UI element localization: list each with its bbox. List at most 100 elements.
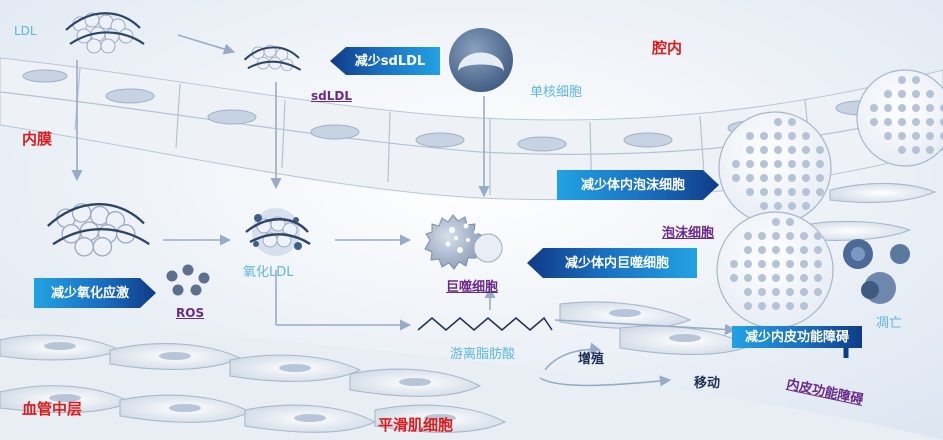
foam-droplet — [898, 104, 906, 112]
foam-droplet — [800, 260, 808, 268]
foam-droplet — [898, 132, 906, 140]
foam-droplet — [814, 232, 822, 240]
intima-label: 内膜 — [22, 130, 53, 148]
foam-droplet — [912, 132, 920, 140]
reduce-endothelial-tag: 减少内皮功能障碍 — [732, 326, 862, 348]
foam-droplet — [774, 146, 782, 154]
foam-droplet — [774, 160, 782, 168]
foam-droplet — [772, 274, 780, 282]
foam-droplet — [786, 246, 794, 254]
foam-droplet — [800, 274, 808, 282]
foam-droplet — [800, 302, 808, 310]
foam-droplet — [940, 104, 943, 112]
reduce-foam-tag: 减少体内泡沫细胞 — [557, 170, 719, 200]
foam-droplet — [814, 260, 822, 268]
sdldl-label: sdLDL — [311, 89, 352, 103]
foam-droplet — [800, 232, 808, 240]
reduce-oxidative-tag: 减少氧化应激 — [34, 278, 156, 308]
foam-droplet — [898, 90, 906, 98]
foam-droplet — [912, 146, 920, 154]
foam-droplet — [786, 218, 794, 226]
foam-droplet — [788, 118, 796, 126]
foam-droplet — [884, 90, 892, 98]
foam-droplet — [870, 118, 878, 126]
foam-droplet — [746, 146, 754, 154]
foam-droplet — [912, 90, 920, 98]
foam-droplet — [898, 76, 906, 84]
reduce-macrophage-text: 减少体内巨噬细胞 — [564, 255, 669, 271]
foam-droplet — [926, 118, 934, 126]
foam-droplet — [744, 232, 752, 240]
foam-droplet — [814, 246, 822, 254]
foam-droplet — [898, 118, 906, 126]
foam-droplet — [744, 260, 752, 268]
reduce-endothelial-text: 减少内皮功能障碍 — [744, 329, 849, 345]
reduce-oxidative-text: 减少氧化应激 — [50, 285, 129, 301]
oxldl-label: 氧化LDL — [243, 265, 294, 280]
foam-droplet — [772, 302, 780, 310]
foam-droplet — [802, 160, 810, 168]
foam-droplet — [926, 132, 934, 140]
foam-droplet — [758, 288, 766, 296]
foam-droplet — [774, 174, 782, 182]
media-label: 血管中层 — [22, 400, 83, 418]
foam-droplet — [758, 302, 766, 310]
foam-droplet — [940, 118, 943, 126]
foam-droplet — [760, 132, 768, 140]
foam-droplet — [746, 132, 754, 140]
foam-droplet — [758, 232, 766, 240]
foam-droplet — [802, 188, 810, 196]
foam-droplet — [926, 146, 934, 154]
foam-droplet — [758, 274, 766, 282]
foam-droplet — [774, 132, 782, 140]
foam-droplet — [772, 246, 780, 254]
foam-droplet — [788, 146, 796, 154]
foam-droplet — [744, 288, 752, 296]
foam-droplet — [772, 288, 780, 296]
ros-label: ROS — [176, 306, 205, 320]
foam-droplet — [786, 302, 794, 310]
foam-cell-label: 泡沫细胞 — [662, 226, 715, 241]
foam-droplet — [772, 232, 780, 240]
foam-droplet — [760, 146, 768, 154]
foam-droplet — [744, 246, 752, 254]
foam-droplet — [772, 260, 780, 268]
macrophage-label: 巨噬细胞 — [446, 280, 499, 295]
foam-droplet — [788, 160, 796, 168]
foam-droplet — [786, 260, 794, 268]
migration-label: 移动 — [694, 376, 721, 391]
foam-droplet — [884, 104, 892, 112]
reduce-sdldl-tag: 减少sdLDL — [330, 47, 440, 75]
apoptosis-label: 凋亡 — [876, 316, 903, 331]
foam-droplet — [772, 218, 780, 226]
foam-droplet — [802, 132, 810, 140]
foam-droplet — [816, 174, 824, 182]
foam-droplet — [912, 118, 920, 126]
smooth-muscle-label: 平滑肌细胞 — [378, 416, 454, 434]
foam-droplet — [788, 174, 796, 182]
foam-droplet — [814, 288, 822, 296]
foam-droplet — [746, 160, 754, 168]
foam-droplet — [730, 274, 738, 282]
foam-droplet — [940, 132, 943, 140]
foam-droplet — [800, 288, 808, 296]
foam-droplet — [774, 202, 782, 210]
foam-droplet — [912, 104, 920, 112]
foam-droplet — [800, 246, 808, 254]
monocyte-label: 单核细胞 — [530, 85, 583, 100]
foam-droplet — [758, 260, 766, 268]
foam-droplet — [788, 188, 796, 196]
foam-droplet — [926, 104, 934, 112]
reduce-macrophage-tag: 减少体内巨噬细胞 — [527, 248, 697, 278]
foam-droplet — [814, 274, 822, 282]
proliferation-label: 增殖 — [578, 352, 605, 367]
reduce-sdldl-text: 减少sdLDL — [354, 53, 426, 69]
foam-droplet — [816, 160, 824, 168]
foam-droplet — [774, 188, 782, 196]
foam-droplet — [760, 202, 768, 210]
foam-droplet — [926, 90, 934, 98]
foam-droplet — [760, 160, 768, 168]
foam-droplet — [774, 118, 782, 126]
